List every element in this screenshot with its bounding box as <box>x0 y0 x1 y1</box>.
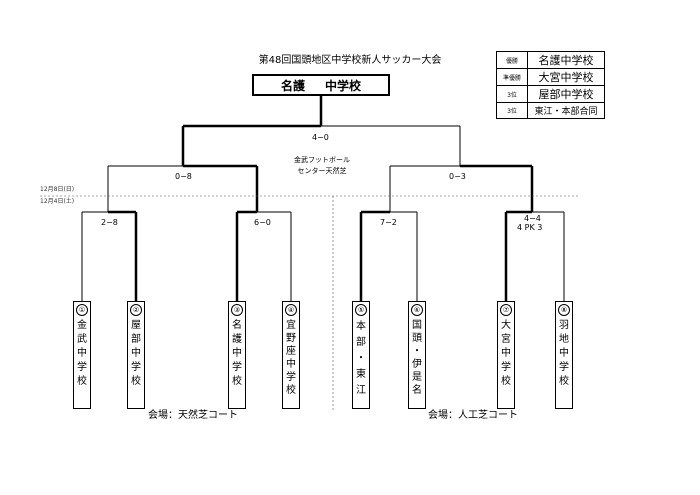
team-box: ④ 宜野座中学校 <box>282 301 300 409</box>
team-name: 屋部中学校 <box>131 320 141 387</box>
team-name: 羽地中学校 <box>559 320 569 387</box>
team-box: ① 金武中学校 <box>73 301 91 409</box>
result-school: 東江・本部合同 <box>527 102 605 119</box>
team-name: 宜野座中学校 <box>286 320 296 396</box>
results-table: 優勝 名護中学校 準優勝 大宮中学校 3位 屋部中学校 3位 東江・本部合同 <box>496 51 605 119</box>
team-name: 金武中学校 <box>77 320 87 387</box>
venue-line: センター天然芝 <box>297 167 347 175</box>
team-box: ⑤ 本部・東江 <box>352 301 370 409</box>
team-box: ② 屋部中学校 <box>127 301 145 409</box>
final-venue: 金武フットボール センター天然芝 <box>270 155 374 177</box>
qf-score: 7−2 <box>380 218 397 227</box>
team-name: 大宮中学校 <box>501 320 511 387</box>
day-label: 12月4日(土) <box>40 198 75 205</box>
qf-score: 6−0 <box>254 218 271 227</box>
team-seed: ⑦ <box>500 304 512 316</box>
champion-box: 名護 中学校 <box>252 74 390 96</box>
qf-score: 4−4 <box>524 214 541 223</box>
final-score: 4−0 <box>312 133 329 142</box>
team-box: ⑧ 羽地中学校 <box>555 301 573 409</box>
team-seed: ⑤ <box>355 304 367 316</box>
results-row: 3位 東江・本部合同 <box>496 102 605 119</box>
team-box: ⑦ 大宮中学校 <box>497 301 515 409</box>
tournament-title: 第48回国頭地区中学校新人サッカー大会 <box>258 55 442 66</box>
qf-pk-score: 4 PK 3 <box>517 223 543 232</box>
semi-score-left: 0−8 <box>175 172 192 181</box>
venue-line: 金武フットボール <box>294 156 350 164</box>
team-name: 本部・東江 <box>356 321 366 396</box>
team-seed: ① <box>76 304 88 316</box>
semi-score-right: 0−3 <box>449 172 466 181</box>
team-seed: ⑧ <box>558 304 570 316</box>
court-label-left: 会場：天然芝コート <box>148 410 238 421</box>
team-seed: ⑥ <box>411 304 423 316</box>
team-box: ③ 名護中学校 <box>228 301 246 409</box>
champion-name: 名護 <box>280 78 305 93</box>
results-row: 3位 屋部中学校 <box>496 85 605 103</box>
team-seed: ④ <box>285 304 297 316</box>
team-seed: ③ <box>231 304 243 316</box>
court-label-right: 会場：人工芝コート <box>428 410 518 421</box>
team-name: 名護中学校 <box>232 320 242 387</box>
qf-score: 2−8 <box>101 218 118 227</box>
team-seed: ② <box>130 304 142 316</box>
team-name: 国頭・伊是名 <box>412 320 422 396</box>
day-label: 12月8日(日) <box>40 186 75 193</box>
team-box: ⑥ 国頭・伊是名 <box>408 301 426 409</box>
champion-suffix: 中学校 <box>325 78 362 93</box>
